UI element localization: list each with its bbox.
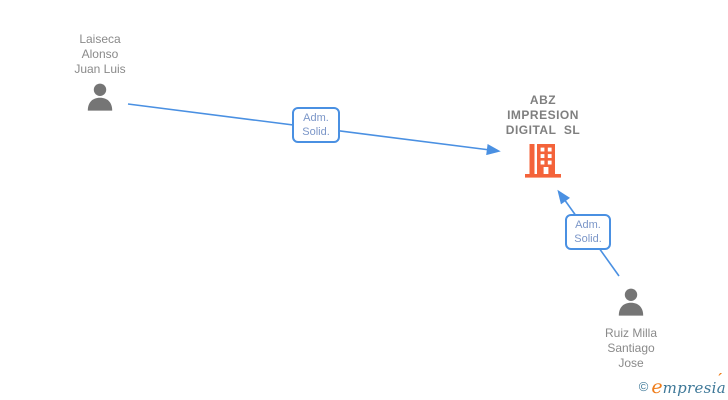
person1-name: Laiseca Alonso Juan Luis	[74, 32, 126, 76]
node-person-ruiz-milla[interactable]: Ruiz Milla Santiago Jose	[574, 287, 688, 371]
person2-name: Ruiz Milla Santiago Jose	[604, 326, 657, 370]
copyright-icon: ©	[638, 379, 649, 394]
brand-rest: mpresia	[662, 379, 726, 397]
edge1-relation-label: Adm. Solid.	[292, 107, 340, 143]
node-company-abz-impresion-digital[interactable]: ABZ IMPRESION DIGITAL SL	[483, 93, 603, 183]
company-name: ABZ IMPRESION DIGITAL SL	[505, 93, 581, 137]
brand-initial: e	[651, 376, 663, 398]
building-icon[interactable]	[524, 141, 562, 183]
person-icon[interactable]	[616, 287, 646, 321]
edge2-relation-label: Adm. Solid.	[565, 214, 611, 250]
node-person-laiseca[interactable]: Laiseca Alonso Juan Luis	[43, 32, 157, 116]
brand-accent: ´	[716, 372, 723, 388]
person-icon[interactable]	[85, 82, 115, 116]
empresia-watermark: ©empresia ´	[638, 372, 726, 398]
